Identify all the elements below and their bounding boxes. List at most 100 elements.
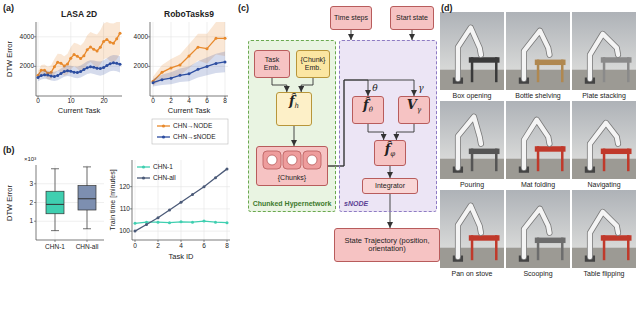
chunk-icon [307,155,317,165]
tick-mark [34,66,36,67]
connector [396,124,414,140]
tick-label: 4 [179,243,183,250]
axis-line [36,240,104,241]
data-point [197,46,200,49]
axis-line [36,96,122,97]
data-point [206,65,209,68]
data-point [115,62,118,65]
data-point [89,65,92,68]
tick-label: 8 [225,243,229,250]
data-point [66,63,69,66]
function-symbol: f̂ [385,142,391,156]
task-photo [572,190,636,268]
task-photo [572,12,636,90]
data-point [53,75,56,78]
table-leg [471,149,474,172]
data-point [99,46,102,49]
data-point [188,55,191,58]
grid-line [135,160,136,240]
data-point [170,77,173,80]
chart-boxplot [34,165,104,242]
grid-line [36,183,104,184]
robot-arm [590,212,618,257]
tick-label: 4000 [20,34,34,41]
data-point [119,63,122,66]
data-point [82,68,85,71]
function-symbol: f̂ [289,94,295,108]
connector [351,30,352,40]
chunk-icon [303,151,321,169]
tick-mark [204,240,205,242]
table-leg [471,235,474,260]
box [46,191,64,214]
tick-label: 10 [67,98,74,105]
grid-line [227,160,228,240]
data-point [40,74,43,77]
task-label: Plate stacking [582,92,626,99]
axis-title: Current Task [168,107,210,115]
hypernetwork-box: f̂h [276,92,312,126]
robot-arm [524,209,550,257]
data-point [76,71,79,74]
group-ground [339,40,437,212]
chart-lasa [34,22,122,98]
task-photo [440,12,504,90]
tick-label: 20 [100,98,107,105]
table-leg [537,60,540,83]
table-top [469,149,500,154]
group-ground [248,40,336,212]
grid-line [36,221,104,222]
data-point [180,220,183,223]
chunk-icons [262,150,322,170]
chunk-icon [263,151,281,169]
photo-background [572,190,636,268]
connector [368,124,384,140]
tick-label: 120 [119,184,130,191]
input-box: Start state [390,6,434,30]
task-label: Box opening [453,92,492,99]
robot-arm-outline [590,212,618,257]
box-text: Time steps [334,14,368,22]
table-top [601,57,632,62]
data-point [89,45,92,48]
data-point [168,209,171,212]
legend-box [152,119,228,144]
data-point [161,78,164,81]
error-band [153,52,225,87]
grid-line [70,22,71,96]
data-point [102,40,105,43]
legend-sample [157,125,170,126]
network-box: f̂θ [352,96,384,124]
task-label: Pan on stove [452,270,493,277]
axis-line [150,22,151,96]
axis-title: Train time [minutes] [109,169,116,230]
data-point [112,61,115,64]
box-text: {Chunk} Emb. [299,56,327,71]
connector [301,78,313,92]
axis-title: Current Task [58,107,100,115]
data-line [38,63,120,78]
whisker-cap [83,228,91,229]
photo-background [440,101,504,179]
axis-line [132,160,133,240]
chunk-icon [283,151,301,169]
chunk-icon [267,155,277,165]
network-box: f̂φ [374,140,406,166]
data-point [46,74,49,77]
chunks-box: {Chunks} [256,146,328,186]
tick-label: 0 [36,98,40,105]
table-leg [537,238,540,261]
data-point [179,63,182,66]
tick-mark [181,240,182,242]
photo-background [440,12,504,90]
data-point [66,69,69,72]
data-point [76,55,79,58]
data-point [86,66,89,69]
panel-label: (d) [441,4,453,13]
connector [294,126,295,146]
grid-line [158,160,159,240]
table-leg [495,57,498,82]
embedding-box: {Chunk} Emb. [296,50,330,78]
table-leg [603,235,606,260]
data-point [43,73,46,76]
